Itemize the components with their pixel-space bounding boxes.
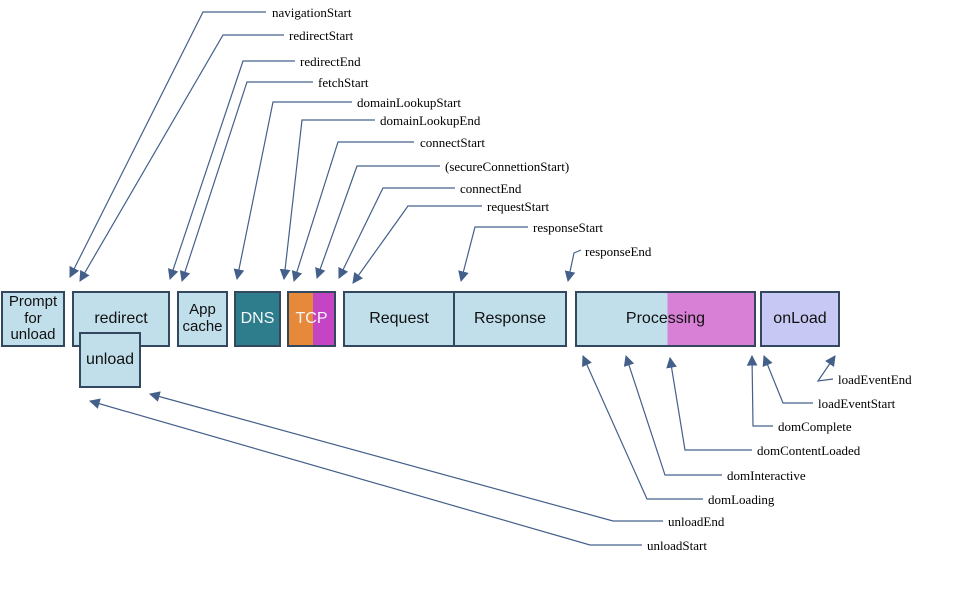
segment-label: Prompt for unload (8, 292, 58, 344)
leader-connectend (338, 187, 455, 279)
event-label-loadeventend: loadEventEnd (838, 372, 912, 387)
leader-domainlookupend (279, 119, 375, 281)
event-label-responsestart: responseStart (533, 220, 604, 235)
segment-response: Response (453, 291, 567, 347)
event-label-domcontentloaded: domContentLoaded (757, 443, 861, 458)
leader-dominteractive (623, 354, 722, 476)
segment-prompt-for-unload: Prompt for unload (1, 291, 65, 347)
event-label-fetchstart: fetchStart (318, 75, 369, 90)
leader-domainlookupstart (233, 101, 352, 281)
leader-requeststart (352, 205, 482, 284)
leader-domcontentloaded (666, 356, 752, 451)
segment-label: Request (369, 310, 429, 328)
segment-label: Response (473, 310, 547, 328)
event-label-connectstart: connectStart (420, 135, 485, 150)
event-label-dominteractive: domInteractive (727, 468, 806, 483)
event-label-requeststart: requestStart (487, 199, 550, 214)
leader-domcomplete (746, 354, 773, 427)
segment-label: Processing (625, 310, 706, 328)
leader-responsestart (458, 226, 528, 283)
segment-label: App cache (182, 301, 223, 335)
segment-dns: DNS (234, 291, 281, 347)
segment-unload: unload (79, 332, 141, 388)
segment-processing: Processing (575, 291, 756, 347)
event-label-domainlookupstart: domainLookupStart (357, 95, 461, 110)
segment-onload: onLoad (760, 291, 840, 347)
leader-fetchstart (179, 81, 313, 283)
event-label-domloading: domLoading (708, 492, 775, 507)
segment-label: TCP (295, 310, 328, 328)
segment-tcp: TCP (287, 291, 336, 347)
leader-loadeventstart (762, 354, 813, 404)
event-label-redirectstart: redirectStart (289, 28, 354, 43)
leader-unloadstart (88, 398, 642, 546)
event-label-connectend: connectEnd (460, 181, 522, 196)
segment-app-cache: App cache (177, 291, 228, 347)
leader-unloadend (148, 391, 663, 522)
event-label-domainlookupend: domainLookupEnd (380, 113, 481, 128)
leader-connectstart (291, 141, 414, 283)
leader-redirectstart (79, 34, 284, 282)
leader-navigationstart (69, 11, 266, 278)
event-label-redirectend: redirectEnd (300, 54, 361, 69)
leader-loadeventend (816, 355, 836, 382)
event-label-unloadend: unloadEnd (668, 514, 725, 529)
segment-label: DNS (240, 310, 275, 328)
event-label-responseend: responseEnd (585, 244, 652, 259)
leader-domloading (582, 355, 703, 500)
event-label-unloadstart: unloadStart (647, 538, 707, 553)
segment-label: unload (85, 351, 135, 369)
segment-label: redirect (94, 310, 148, 328)
segment-label: onLoad (773, 310, 827, 328)
event-label-loadeventstart: loadEventStart (818, 396, 896, 411)
leader-responseend (564, 249, 582, 283)
event-label-domcomplete: domComplete (778, 419, 852, 434)
leader-secureconnectionstart (315, 165, 440, 280)
event-label-secureconnectionstart: (secureConnettionStart) (445, 159, 570, 174)
event-label-navigationstart: navigationStart (272, 5, 352, 20)
segment-request: Request (343, 291, 455, 347)
leader-redirectend (167, 60, 295, 281)
